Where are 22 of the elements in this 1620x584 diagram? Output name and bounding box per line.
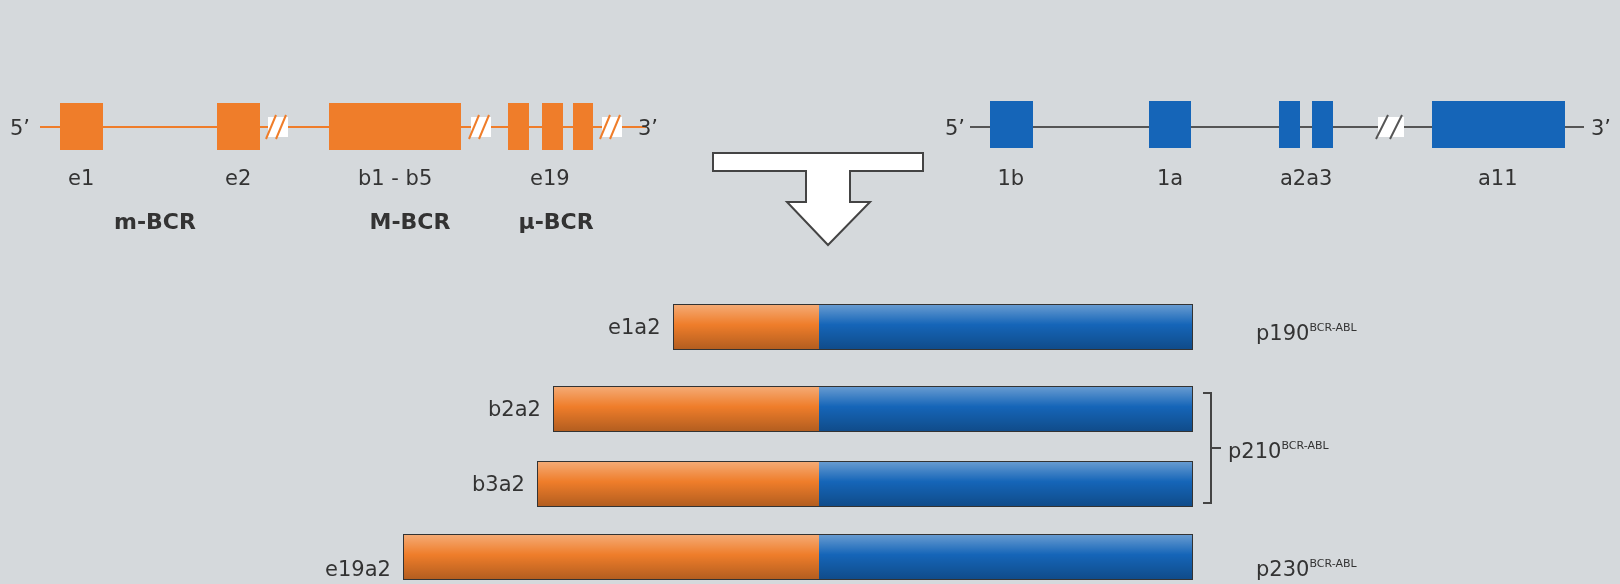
transcript-label: b2a2 (488, 398, 541, 420)
protein-label: p190$^{BCR-ABL}$ (1256, 322, 1357, 344)
exon-label: 1a (1157, 167, 1184, 189)
exon-label: b1 - b5 (358, 167, 433, 189)
strand-label: 3’ (1591, 117, 1612, 139)
exon-label: a2a3 (1280, 167, 1333, 189)
protein-label: p230$^{BCR-ABL}$ (1256, 558, 1357, 580)
strand-label: 5’ (945, 117, 966, 139)
region-label: m-BCR (114, 211, 196, 233)
transcript-label: b3a2 (472, 473, 525, 495)
transcript-label: e19a2 (325, 558, 391, 580)
exon-label: e2 (225, 167, 252, 189)
region-label: M-BCR (369, 211, 451, 233)
exon-label: e1 (68, 167, 95, 189)
exon-label: 1b (997, 167, 1025, 189)
exon-label: a11 (1478, 167, 1518, 189)
exon-label: e19 (530, 167, 570, 189)
protein-label: p210$^{BCR-ABL}$ (1228, 440, 1329, 462)
region-label: µ-BCR (518, 211, 594, 233)
strand-label: 3’ (638, 117, 659, 139)
strand-label: 5’ (10, 117, 31, 139)
transcript-label: e1a2 (608, 316, 661, 338)
